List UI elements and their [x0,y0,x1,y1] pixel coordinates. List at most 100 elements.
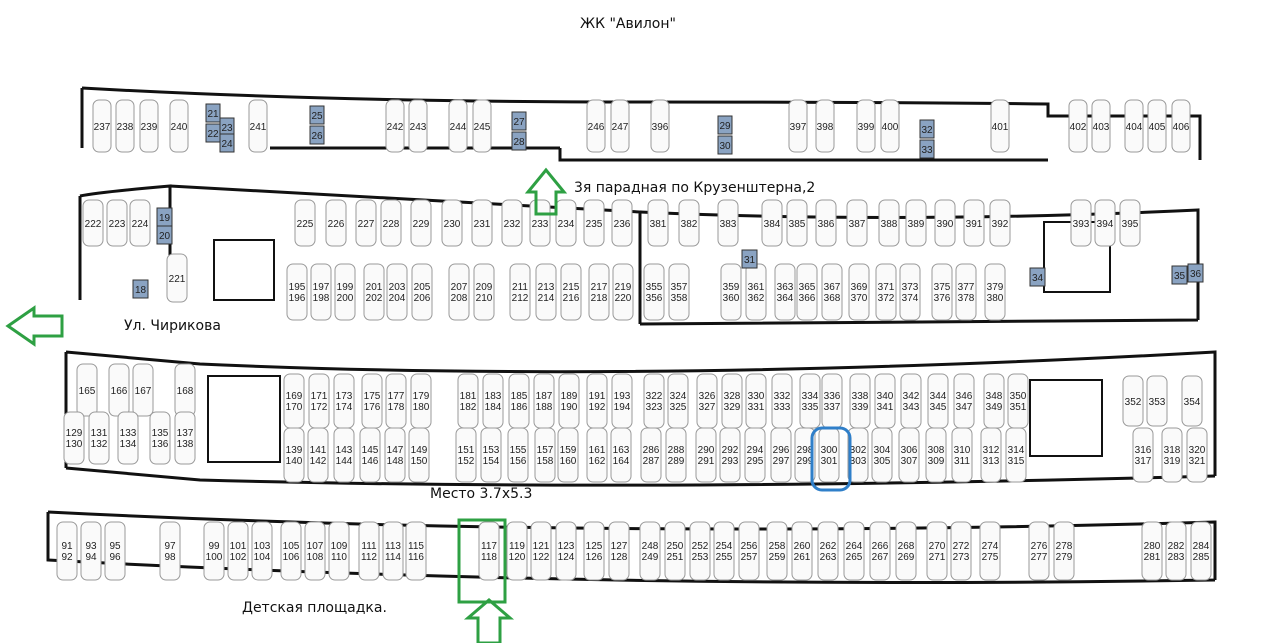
car-icon [1181,375,1203,427]
parking-spot: 392 [989,199,1011,247]
parking-spot: 233 [529,199,551,247]
spot-number: 305 [874,456,891,467]
car-icon [166,253,188,303]
car-icon [283,427,305,483]
car-icon [509,263,531,321]
spot-number: 130 [66,439,83,450]
car-icon [441,199,463,247]
spot-number: 291 [698,456,715,467]
spot-number: 228 [383,219,400,230]
car-icon [664,521,686,581]
spot-number: 327 [699,402,716,413]
entrance-label: 3я парадная по Крузенштерна,2 [574,180,815,196]
spot-number: 250 [667,541,684,552]
spot-number: 358 [671,293,688,304]
spot-number: 91 [61,541,73,552]
parking-spot: 165 [76,363,98,417]
spot-number: 243 [410,122,427,133]
car-icon [926,521,948,581]
spot-number: 150 [411,456,428,467]
spot-number: 307 [901,456,918,467]
spot-number: 117 [481,541,497,552]
spot-number: 341 [877,402,894,413]
spot-number: 324 [670,391,687,402]
car-icon [478,521,500,581]
storage-number: 28 [513,137,525,148]
spot-number: 211 [512,282,528,293]
car-icon [963,199,985,247]
spot-number: 126 [586,552,603,563]
parking-spot: 243 [408,99,428,153]
car-icon [203,521,225,581]
spot-number: 155 [510,445,527,456]
spot-number: 267 [872,552,889,563]
spot-number: 221 [169,274,186,285]
parking-spot: 405 [1147,99,1167,153]
spot-number: 348 [986,391,1003,402]
spot-number: 260 [794,541,811,552]
spot-number: 280 [1144,541,1161,552]
storage-number: 21 [207,109,219,120]
car-icon [980,427,1002,483]
parking-spot: 390 [934,199,956,247]
spot-number: 369 [851,282,868,293]
spot-number: 321 [1189,456,1206,467]
parking-spot: 221 [166,253,188,303]
car-icon [355,199,377,247]
spot-number: 390 [937,219,954,230]
car-icon [1141,521,1163,581]
spot-number: 265 [846,552,863,563]
spot-number: 142 [310,456,327,467]
car-icon [847,427,869,483]
spot-number: 139 [286,445,303,456]
spot-number: 350 [1010,391,1027,402]
car-icon [139,99,159,153]
spot-number: 191 [589,391,606,402]
spot-number: 164 [613,456,630,467]
car-icon [951,427,973,483]
car-icon [560,263,582,321]
car-icon [817,521,839,581]
spot-number: 177 [388,391,405,402]
car-icon [878,199,900,247]
car-icon [586,99,606,153]
car-icon [788,99,808,153]
spot-number: 101 [230,541,247,552]
spot-number: 113 [385,541,401,552]
spot-number: 272 [953,541,970,552]
car-icon [530,521,552,581]
car-icon [1190,521,1212,581]
car-icon [359,427,381,483]
spot-number: 183 [485,391,502,402]
car-icon [506,521,528,581]
spot-number: 199 [337,282,354,293]
car-icon [761,199,783,247]
parking-spot: 353 [1146,375,1168,427]
spot-number: 328 [724,391,741,402]
parking-spot: 389 [905,199,927,247]
spot-number: 108 [307,552,324,563]
car-icon [334,263,356,321]
spot-number: 161 [589,445,606,456]
car-icon [104,521,126,581]
storage-number: 19 [159,213,171,224]
spot-number: 362 [748,293,765,304]
spot-number: 275 [982,552,999,563]
spot-number: 216 [563,293,580,304]
spot-number: 396 [652,122,669,133]
car-icon [304,521,326,581]
